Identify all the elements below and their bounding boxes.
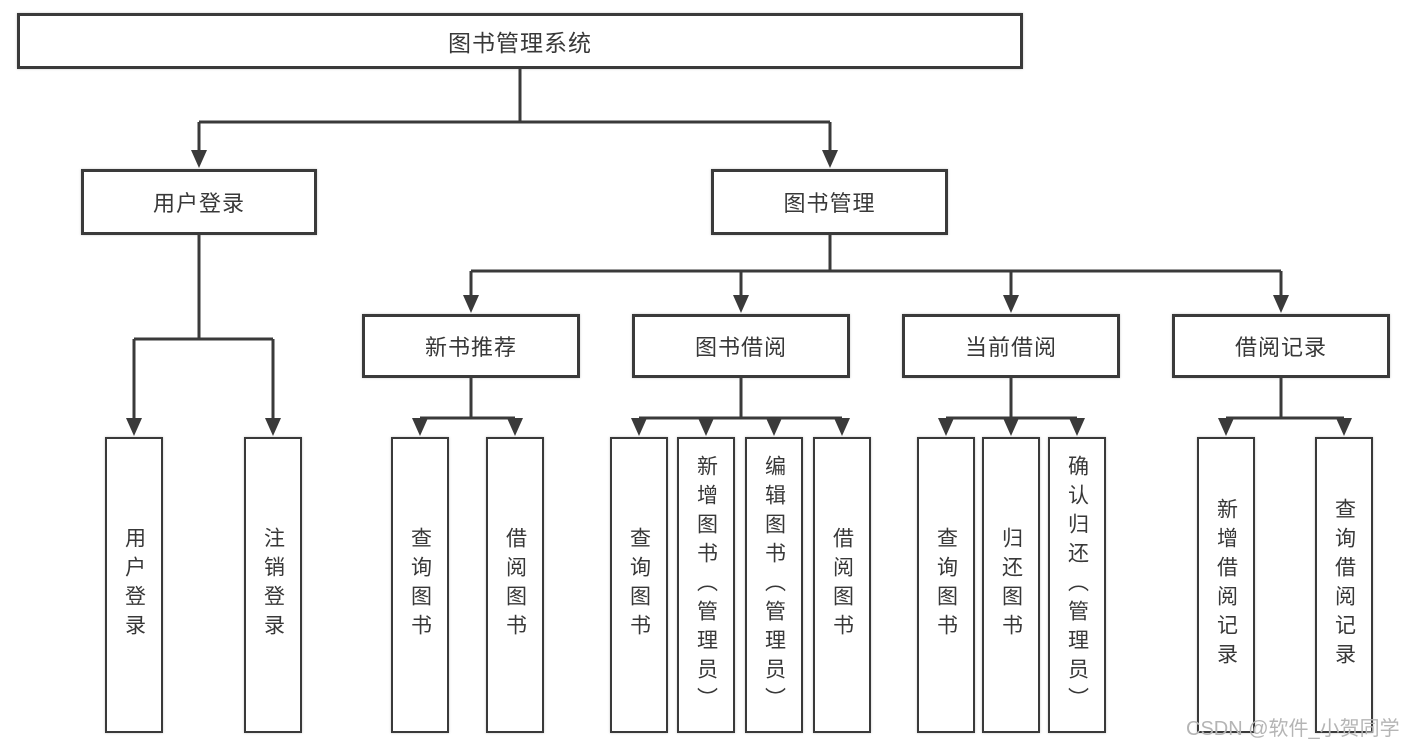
- leaf-label: 查询图书: [934, 527, 958, 643]
- leaf-label: 注销登录: [261, 527, 285, 643]
- node-book-borrowing: 图书借阅: [632, 314, 850, 378]
- leaf-query-books-recommend: 查询图书: [391, 437, 449, 733]
- leaf-label: 归还图书: [999, 527, 1023, 643]
- leaf-label: 查询借阅记录: [1332, 498, 1356, 672]
- node-label: 图书管理: [783, 191, 876, 216]
- node-library-management-system: 图书管理系统: [17, 13, 1023, 69]
- leaf-label: 查询图书: [627, 527, 651, 643]
- node-book-management: 图书管理: [711, 169, 948, 235]
- leaf-label: 新增借阅记录: [1214, 498, 1238, 672]
- node-label: 新书推荐: [424, 335, 517, 360]
- leaf-confirm-return-admin: 确认归还（管理员）: [1048, 437, 1106, 733]
- leaf-label: 用户登录: [122, 527, 146, 643]
- leaf-add-borrow-record: 新增借阅记录: [1197, 437, 1255, 733]
- leaf-edit-book-admin: 编辑图书（管理员）: [745, 437, 803, 733]
- leaf-add-book-admin: 新增图书（管理员）: [677, 437, 735, 733]
- leaf-query-books-borrow: 查询图书: [610, 437, 668, 733]
- leaf-query-books-current: 查询图书: [917, 437, 975, 733]
- node-user-login: 用户登录: [81, 169, 317, 235]
- node-label: 当前借阅: [964, 335, 1057, 360]
- leaf-label: 确认归还（管理员）: [1065, 454, 1089, 716]
- node-label: 借阅记录: [1234, 335, 1327, 360]
- leaf-user-login: 用户登录: [105, 437, 163, 733]
- leaf-borrow-books: 借阅图书: [813, 437, 871, 733]
- leaf-label: 借阅图书: [830, 527, 854, 643]
- node-borrowing-records: 借阅记录: [1172, 314, 1390, 378]
- node-new-book-recommendation: 新书推荐: [362, 314, 580, 378]
- node-label: 图书管理系统: [448, 30, 592, 56]
- leaf-borrow-books-recommend: 借阅图书: [486, 437, 544, 733]
- leaf-label: 查询图书: [408, 527, 432, 643]
- node-label: 用户登录: [152, 191, 245, 216]
- leaf-label: 新增图书（管理员）: [694, 454, 718, 716]
- leaf-logout: 注销登录: [244, 437, 302, 733]
- csdn-watermark: CSDN @软件_小贺同学: [1186, 718, 1400, 740]
- leaf-query-borrow-record: 查询借阅记录: [1315, 437, 1373, 733]
- leaf-label: 借阅图书: [503, 527, 527, 643]
- node-current-borrowing: 当前借阅: [902, 314, 1120, 378]
- node-label: 图书借阅: [694, 335, 787, 360]
- leaf-return-books: 归还图书: [982, 437, 1040, 733]
- leaf-label: 编辑图书（管理员）: [762, 454, 786, 716]
